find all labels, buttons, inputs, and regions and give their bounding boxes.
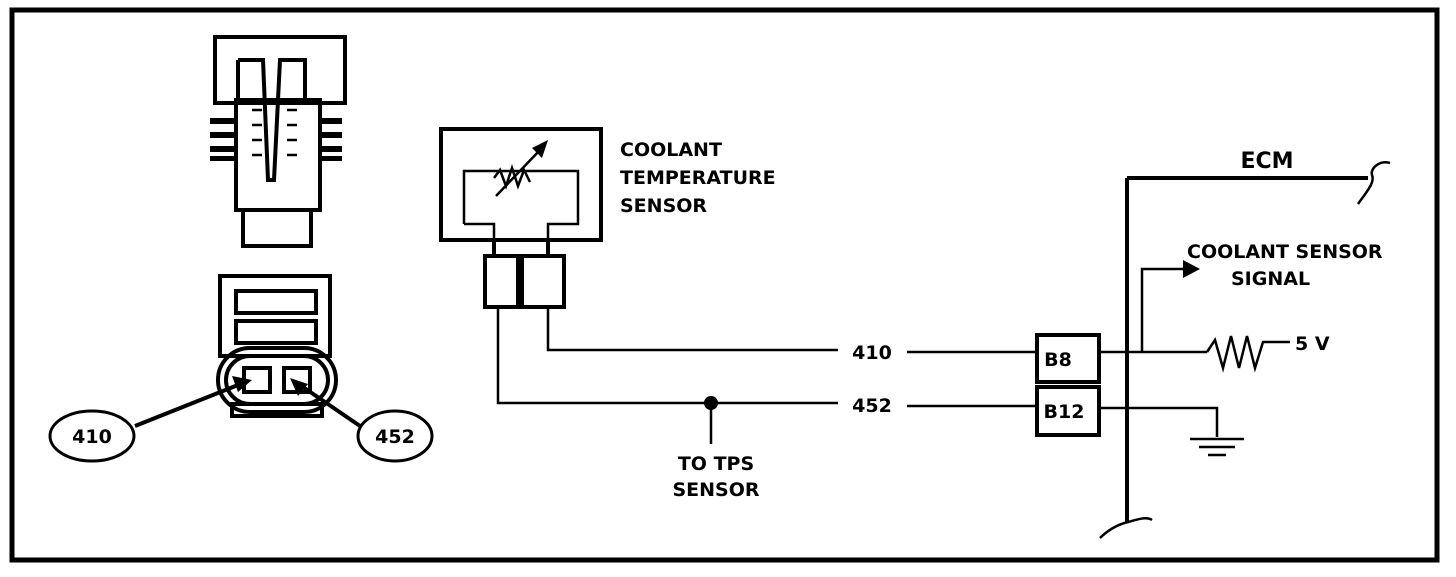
diagram-border <box>9 7 1440 563</box>
ecm-boundary <box>1099 161 1391 539</box>
pullup-resistor <box>1205 335 1290 373</box>
tps-label-line-1: TO TPS <box>678 453 754 475</box>
callout-410-label: 410 <box>72 426 112 448</box>
pin-b8-box <box>1035 333 1101 384</box>
callout-410-oval <box>48 409 136 463</box>
coolant-temperature-sensor <box>439 127 603 309</box>
signal-tap-wire <box>1140 267 1187 352</box>
pin-b12-label: B12 <box>1044 401 1085 423</box>
tps-label-line-2: SENSOR <box>672 479 759 501</box>
voltage-label: 5 V <box>1295 333 1330 355</box>
b12-internal-wire <box>1099 406 1219 437</box>
ground-symbol <box>1190 437 1244 457</box>
callout-452-label: 452 <box>375 426 415 448</box>
wire-410-path <box>546 307 1037 354</box>
sensor-connector-illustration <box>134 35 362 428</box>
signal-label-line-1: COOLANT SENSOR <box>1187 241 1383 263</box>
ecm-label: ECM <box>1240 149 1293 174</box>
pin-b12-box <box>1035 385 1101 437</box>
sensor-label-line-3: SENSOR <box>620 195 707 217</box>
pin-b8-label: B8 <box>1044 349 1072 371</box>
callout-452-oval <box>356 409 434 463</box>
wire-452-label: 452 <box>852 395 892 417</box>
wire-410-label: 410 <box>852 342 892 364</box>
wire-452-path <box>496 307 1037 408</box>
sensor-label-line-1: COOLANT <box>620 139 722 161</box>
signal-label-line-2: SIGNAL <box>1231 268 1310 290</box>
signal-arrow-head <box>1183 260 1200 278</box>
sensor-label-line-2: TEMPERATURE <box>620 167 776 189</box>
